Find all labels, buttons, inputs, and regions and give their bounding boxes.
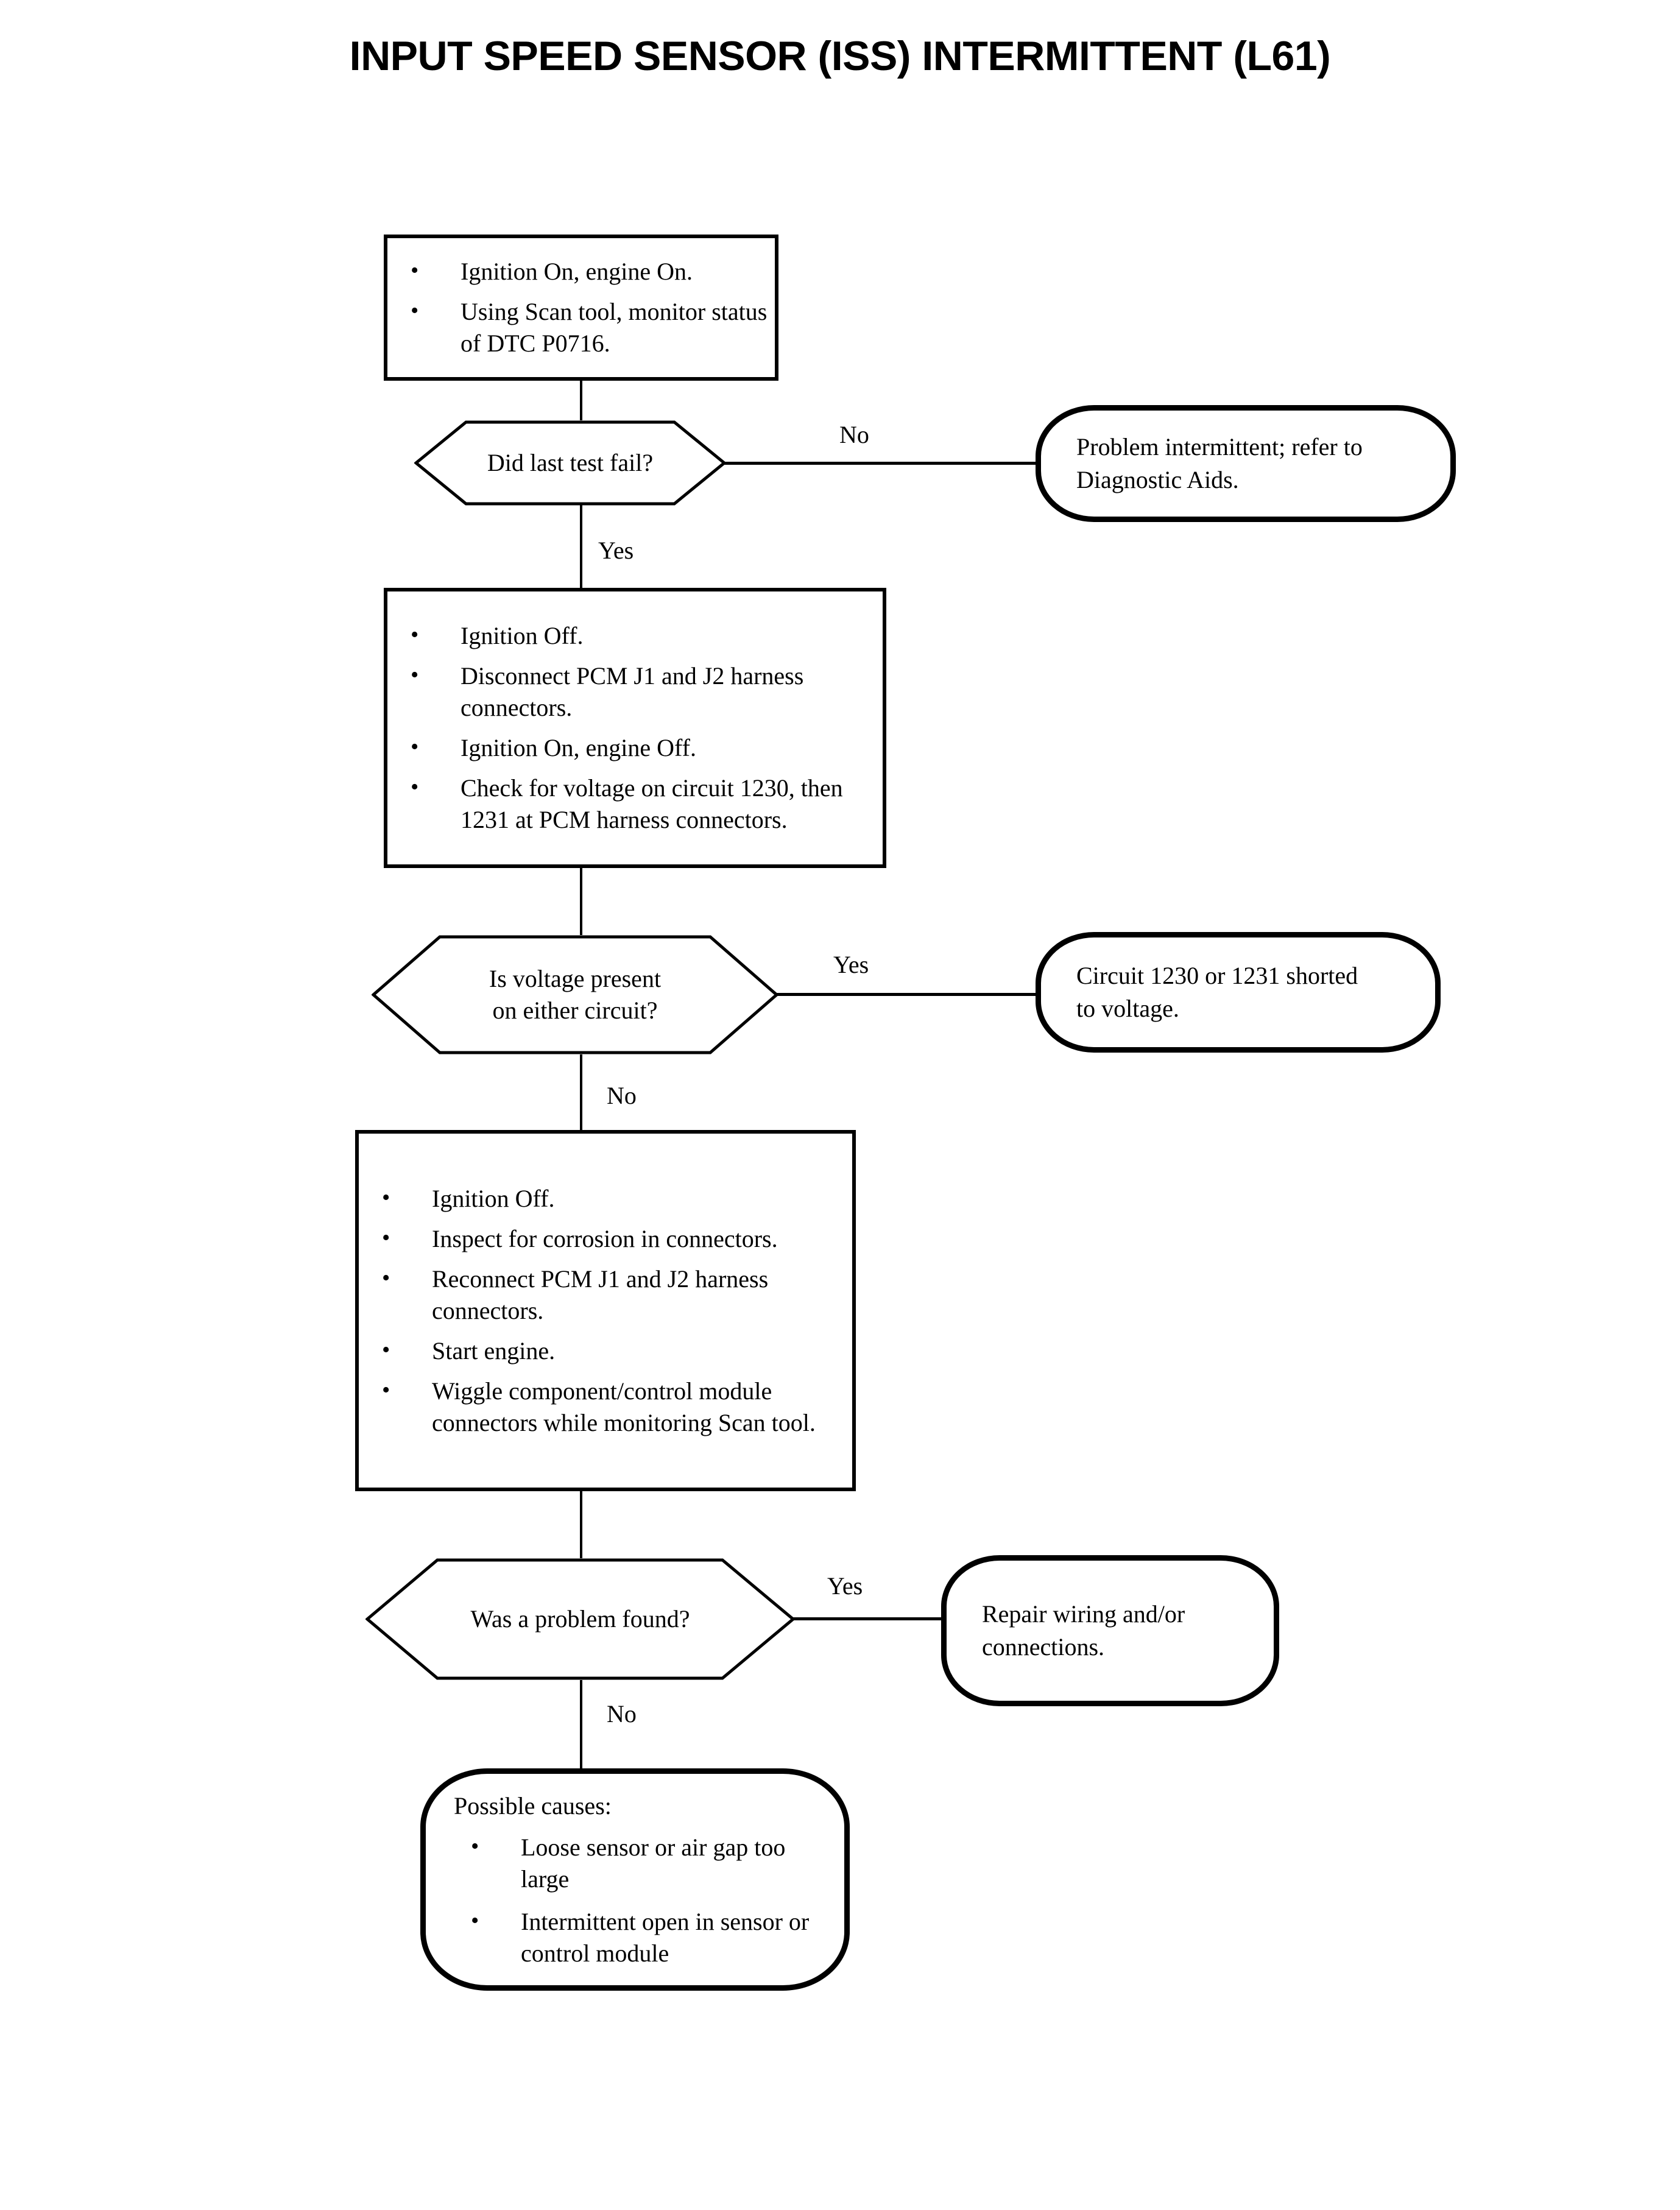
connector-decision1-no [724, 462, 1037, 465]
edge-label-decision1-yes: Yes [598, 537, 634, 564]
connector-decision1-yes [580, 504, 582, 588]
process-bullet: Reconnect PCM J1 and J2 harness connecto… [359, 1262, 852, 1327]
decision-hexagon-1: Did last test fail? [414, 420, 726, 506]
connector-decision2-yes [775, 993, 1038, 996]
connector-decision3-no [580, 1680, 582, 1770]
connector-step3-to-decision3 [580, 1491, 582, 1559]
terminal-circuit-shorted: Circuit 1230 or 1231 shorted to voltage. [1036, 932, 1441, 1053]
process-bullet: Ignition On, engine Off. [387, 731, 883, 764]
terminal-text: Circuit 1230 or 1231 shorted to voltage. [1041, 937, 1435, 1047]
decision-label: Was a problem found? [470, 1605, 690, 1633]
process-box-step-1: Ignition On, engine On. Using Scan tool,… [384, 235, 778, 381]
decision-hexagon-3: Was a problem found? [365, 1558, 795, 1680]
process-bullet-list: Ignition Off. Inspect for corrosion in c… [359, 1182, 852, 1439]
process-body: Ignition Off. Disconnect PCM J1 and J2 h… [387, 591, 883, 864]
possible-cause-item: Intermittent open in sensor or control m… [454, 1905, 816, 1969]
process-bullet: Disconnect PCM J1 and J2 harness connect… [387, 659, 883, 724]
terminal-line: Diagnostic Aids. [1076, 466, 1239, 493]
process-bullet: Wiggle component/control module connecto… [359, 1374, 852, 1439]
process-bullet-list: Ignition On, engine On. Using Scan tool,… [387, 255, 775, 359]
hexagon-outline-icon [365, 1558, 795, 1680]
process-bullet: Using Scan tool, monitor status of DTC P… [387, 295, 775, 359]
possible-causes-heading: Possible causes: [454, 1792, 612, 1820]
process-bullet: Ignition On, engine On. [387, 255, 775, 288]
terminal-problem-intermittent: Problem intermittent; refer to Diagnosti… [1036, 405, 1456, 522]
edge-label-decision1-no: No [839, 421, 869, 448]
edge-label-decision2-yes: Yes [833, 951, 869, 978]
process-bullet: Ignition Off. [387, 619, 883, 652]
process-box-step-2: Ignition Off. Disconnect PCM J1 and J2 h… [384, 588, 886, 868]
possible-causes-list: Loose sensor or air gap too large Interm… [454, 1830, 816, 1969]
edge-label-decision2-no: No [607, 1082, 637, 1109]
terminal-line: Problem intermittent; refer to [1076, 433, 1363, 461]
decision-hexagon-2: Is voltage present on either circuit? [372, 935, 778, 1054]
edge-label-decision3-no: No [607, 1700, 637, 1728]
process-bullet: Inspect for corrosion in connectors. [359, 1222, 852, 1255]
process-bullet: Check for voltage on circuit 1230, then … [387, 771, 883, 836]
terminal-possible-causes: Possible causes: Loose sensor or air gap… [420, 1768, 850, 1991]
decision-label: Is voltage present on either circuit? [489, 965, 662, 1024]
possible-cause-item: Loose sensor or air gap too large [454, 1830, 816, 1895]
process-bullet: Ignition Off. [359, 1182, 852, 1215]
process-bullet: Start engine. [359, 1334, 852, 1367]
terminal-text: Repair wiring and/or connections. [947, 1561, 1274, 1701]
terminal-line: Repair wiring and/or [982, 1600, 1185, 1628]
process-body: Ignition Off. Inspect for corrosion in c… [359, 1134, 852, 1488]
terminal-line: Circuit 1230 or 1231 shorted [1076, 962, 1358, 989]
hexagon-outline-icon [414, 420, 726, 506]
terminal-text: Possible causes: Loose sensor or air gap… [426, 1774, 844, 1985]
decision-label: Did last test fail? [487, 449, 654, 476]
process-bullet-list: Ignition Off. Disconnect PCM J1 and J2 h… [387, 619, 883, 836]
terminal-line: to voltage. [1076, 995, 1179, 1022]
terminal-repair-wiring: Repair wiring and/or connections. [941, 1555, 1279, 1706]
terminal-line: connections. [982, 1633, 1105, 1661]
terminal-text: Problem intermittent; refer to Diagnosti… [1041, 411, 1450, 517]
connector-decision3-yes [792, 1617, 944, 1620]
connector-step2-to-decision2 [580, 868, 582, 936]
edge-label-decision3-yes: Yes [827, 1572, 863, 1600]
connector-decision2-no [580, 1054, 582, 1130]
page-title: INPUT SPEED SENSOR (ISS) INTERMITTENT (L… [349, 33, 1331, 79]
process-body: Ignition On, engine On. Using Scan tool,… [387, 238, 775, 377]
hexagon-outline-icon [372, 935, 778, 1054]
process-box-step-3: Ignition Off. Inspect for corrosion in c… [355, 1130, 856, 1491]
connector-step1-to-decision1 [580, 381, 582, 420]
